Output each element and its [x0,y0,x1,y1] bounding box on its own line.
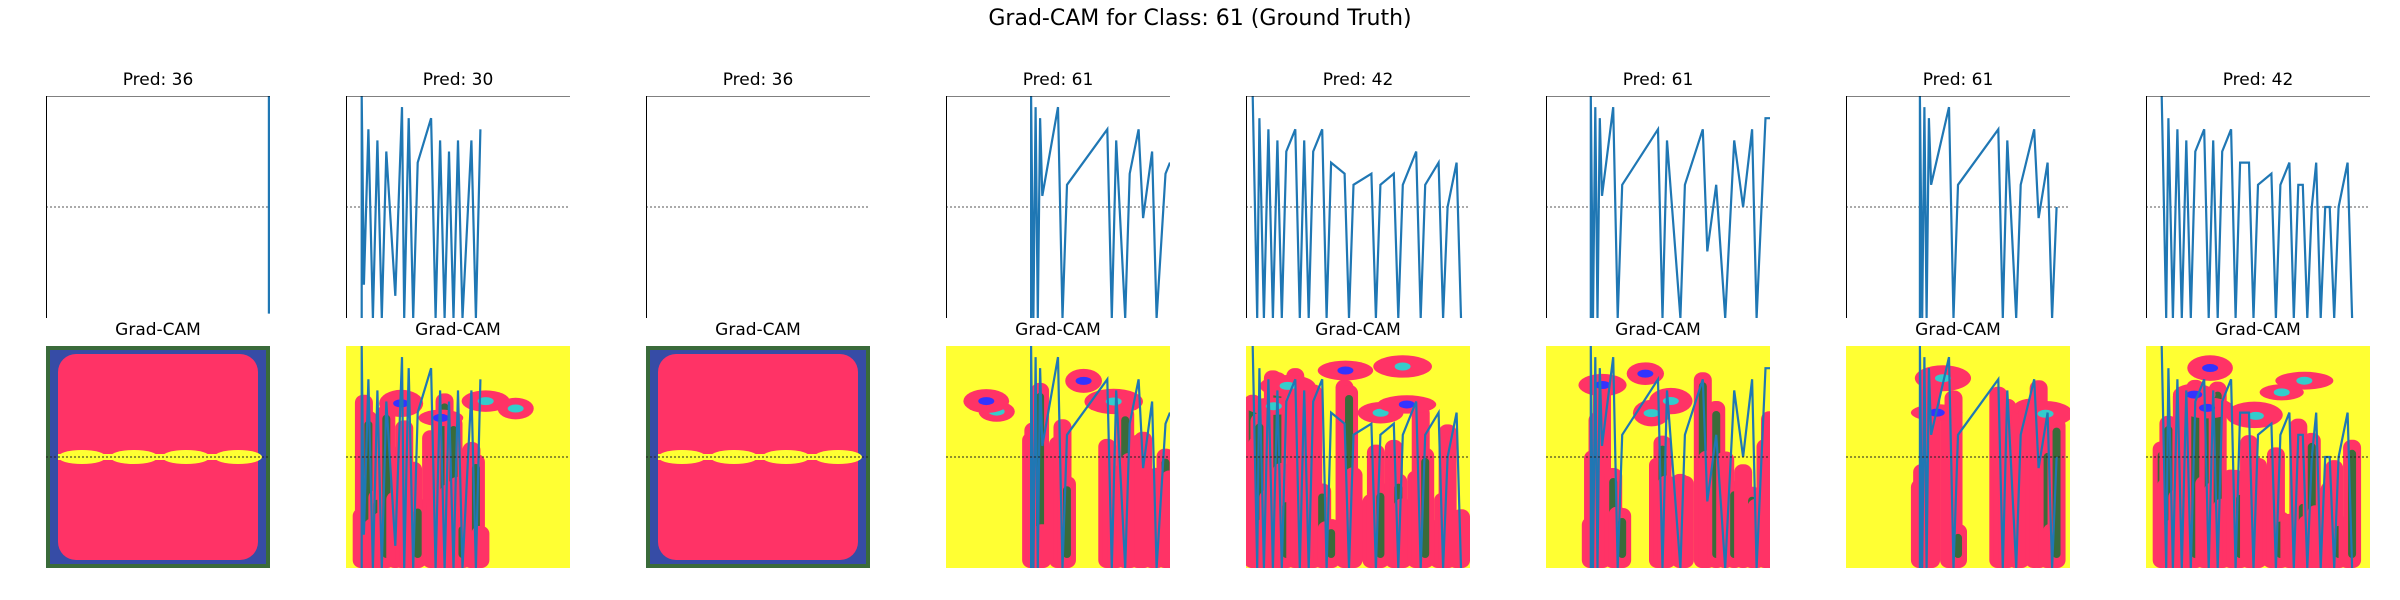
gradcam-panel-title: Grad-CAM [1315,320,1401,340]
signal-line [267,96,270,314]
signal-line [360,96,482,318]
heatmap-hotspot [1662,397,1679,406]
signal-line [1030,96,1170,318]
heatmap-hotspot [1643,409,1660,418]
signal-plot [1246,96,1470,318]
gradcam-panel-title: Grad-CAM [1615,320,1701,340]
signal-line-overlay [2160,346,2354,568]
heatmap-hotspot [477,397,494,406]
signal-panel-title: Pred: 30 [422,70,494,90]
signal-line [1251,96,1463,318]
signal-plot [946,96,1170,318]
heatmap-hotspot [1372,408,1389,417]
gradcam-heatmap [346,346,570,568]
gradcam-panel-title: Grad-CAM [715,320,801,340]
signal-plot [1546,96,1770,318]
figure-title: Grad-CAM for Class: 61 (Ground Truth) [988,6,1412,31]
heatmap-column-core [413,508,422,558]
gradcam-panel-title: Grad-CAM [2215,320,2301,340]
heatmap-hotspot [2296,376,2313,385]
heatmap-hotspot [2202,364,2219,373]
signal-plot [346,96,570,318]
heatmap-hotspot [978,397,995,406]
signal-panel-title: Pred: 61 [1922,70,1994,90]
signal-plot [2146,96,2370,318]
heatmap-hotspot [1394,362,1411,371]
heatmap-hotspot [507,404,524,413]
heatmap-hotspot [1075,376,1092,385]
heatmap-hotspot [2247,411,2264,420]
signal-panel-title: Pred: 36 [722,70,794,90]
signal-line-overlay [1030,346,1170,568]
gradcam-panel-title: Grad-CAM [1015,320,1101,340]
gradcam-heatmap [646,346,870,568]
heatmap-hotspot [2037,409,2054,418]
heatmap-hotspot [2273,388,2290,397]
heatmap-column-core [1327,529,1336,558]
signal-plot [46,96,270,318]
gradcam-panel-title: Grad-CAM [1915,320,2001,340]
gradcam-panel-title: Grad-CAM [415,320,501,340]
signal-panel-title: Pred: 42 [1322,70,1394,90]
gradcam-heatmap [946,346,1170,568]
gradcam-panel-title: Grad-CAM [115,320,201,340]
gradcam-heatmap [2146,346,2370,568]
signal-line [1918,96,2058,318]
heatmap-column [1161,470,1170,568]
heatmap-hotspot [1337,366,1354,375]
signal-line-overlay [1251,346,1463,568]
heatmap-column [1033,524,1052,568]
heatmap-hotspot [1637,369,1654,378]
heatmap-hotspot [1934,374,1951,383]
heatmap-column-core [1954,533,1962,558]
signal-line-overlay [1918,346,2058,568]
heatmap-column [1761,411,1770,568]
heatmap-hotspot [1594,381,1611,390]
signal-plot [646,96,870,318]
gradcam-heatmap [1546,346,1770,568]
gradcam-heatmap [1846,346,2070,568]
signal-line-overlay [360,346,482,568]
signal-panel-title: Pred: 61 [1622,70,1694,90]
signal-line [2160,96,2354,318]
signal-panel-title: Pred: 36 [122,70,194,90]
gradcam-heatmap [46,346,270,568]
signal-panel-title: Pred: 42 [2222,70,2294,90]
heatmap-column-core [1618,518,1627,558]
heatmap-hotspot [2199,403,2216,412]
signal-plot [1846,96,2070,318]
heatmap-hotspot [1398,400,1415,409]
signal-panel-title: Pred: 61 [1022,70,1094,90]
gradcam-heatmap [1246,346,1470,568]
signal-line [1589,96,1770,318]
